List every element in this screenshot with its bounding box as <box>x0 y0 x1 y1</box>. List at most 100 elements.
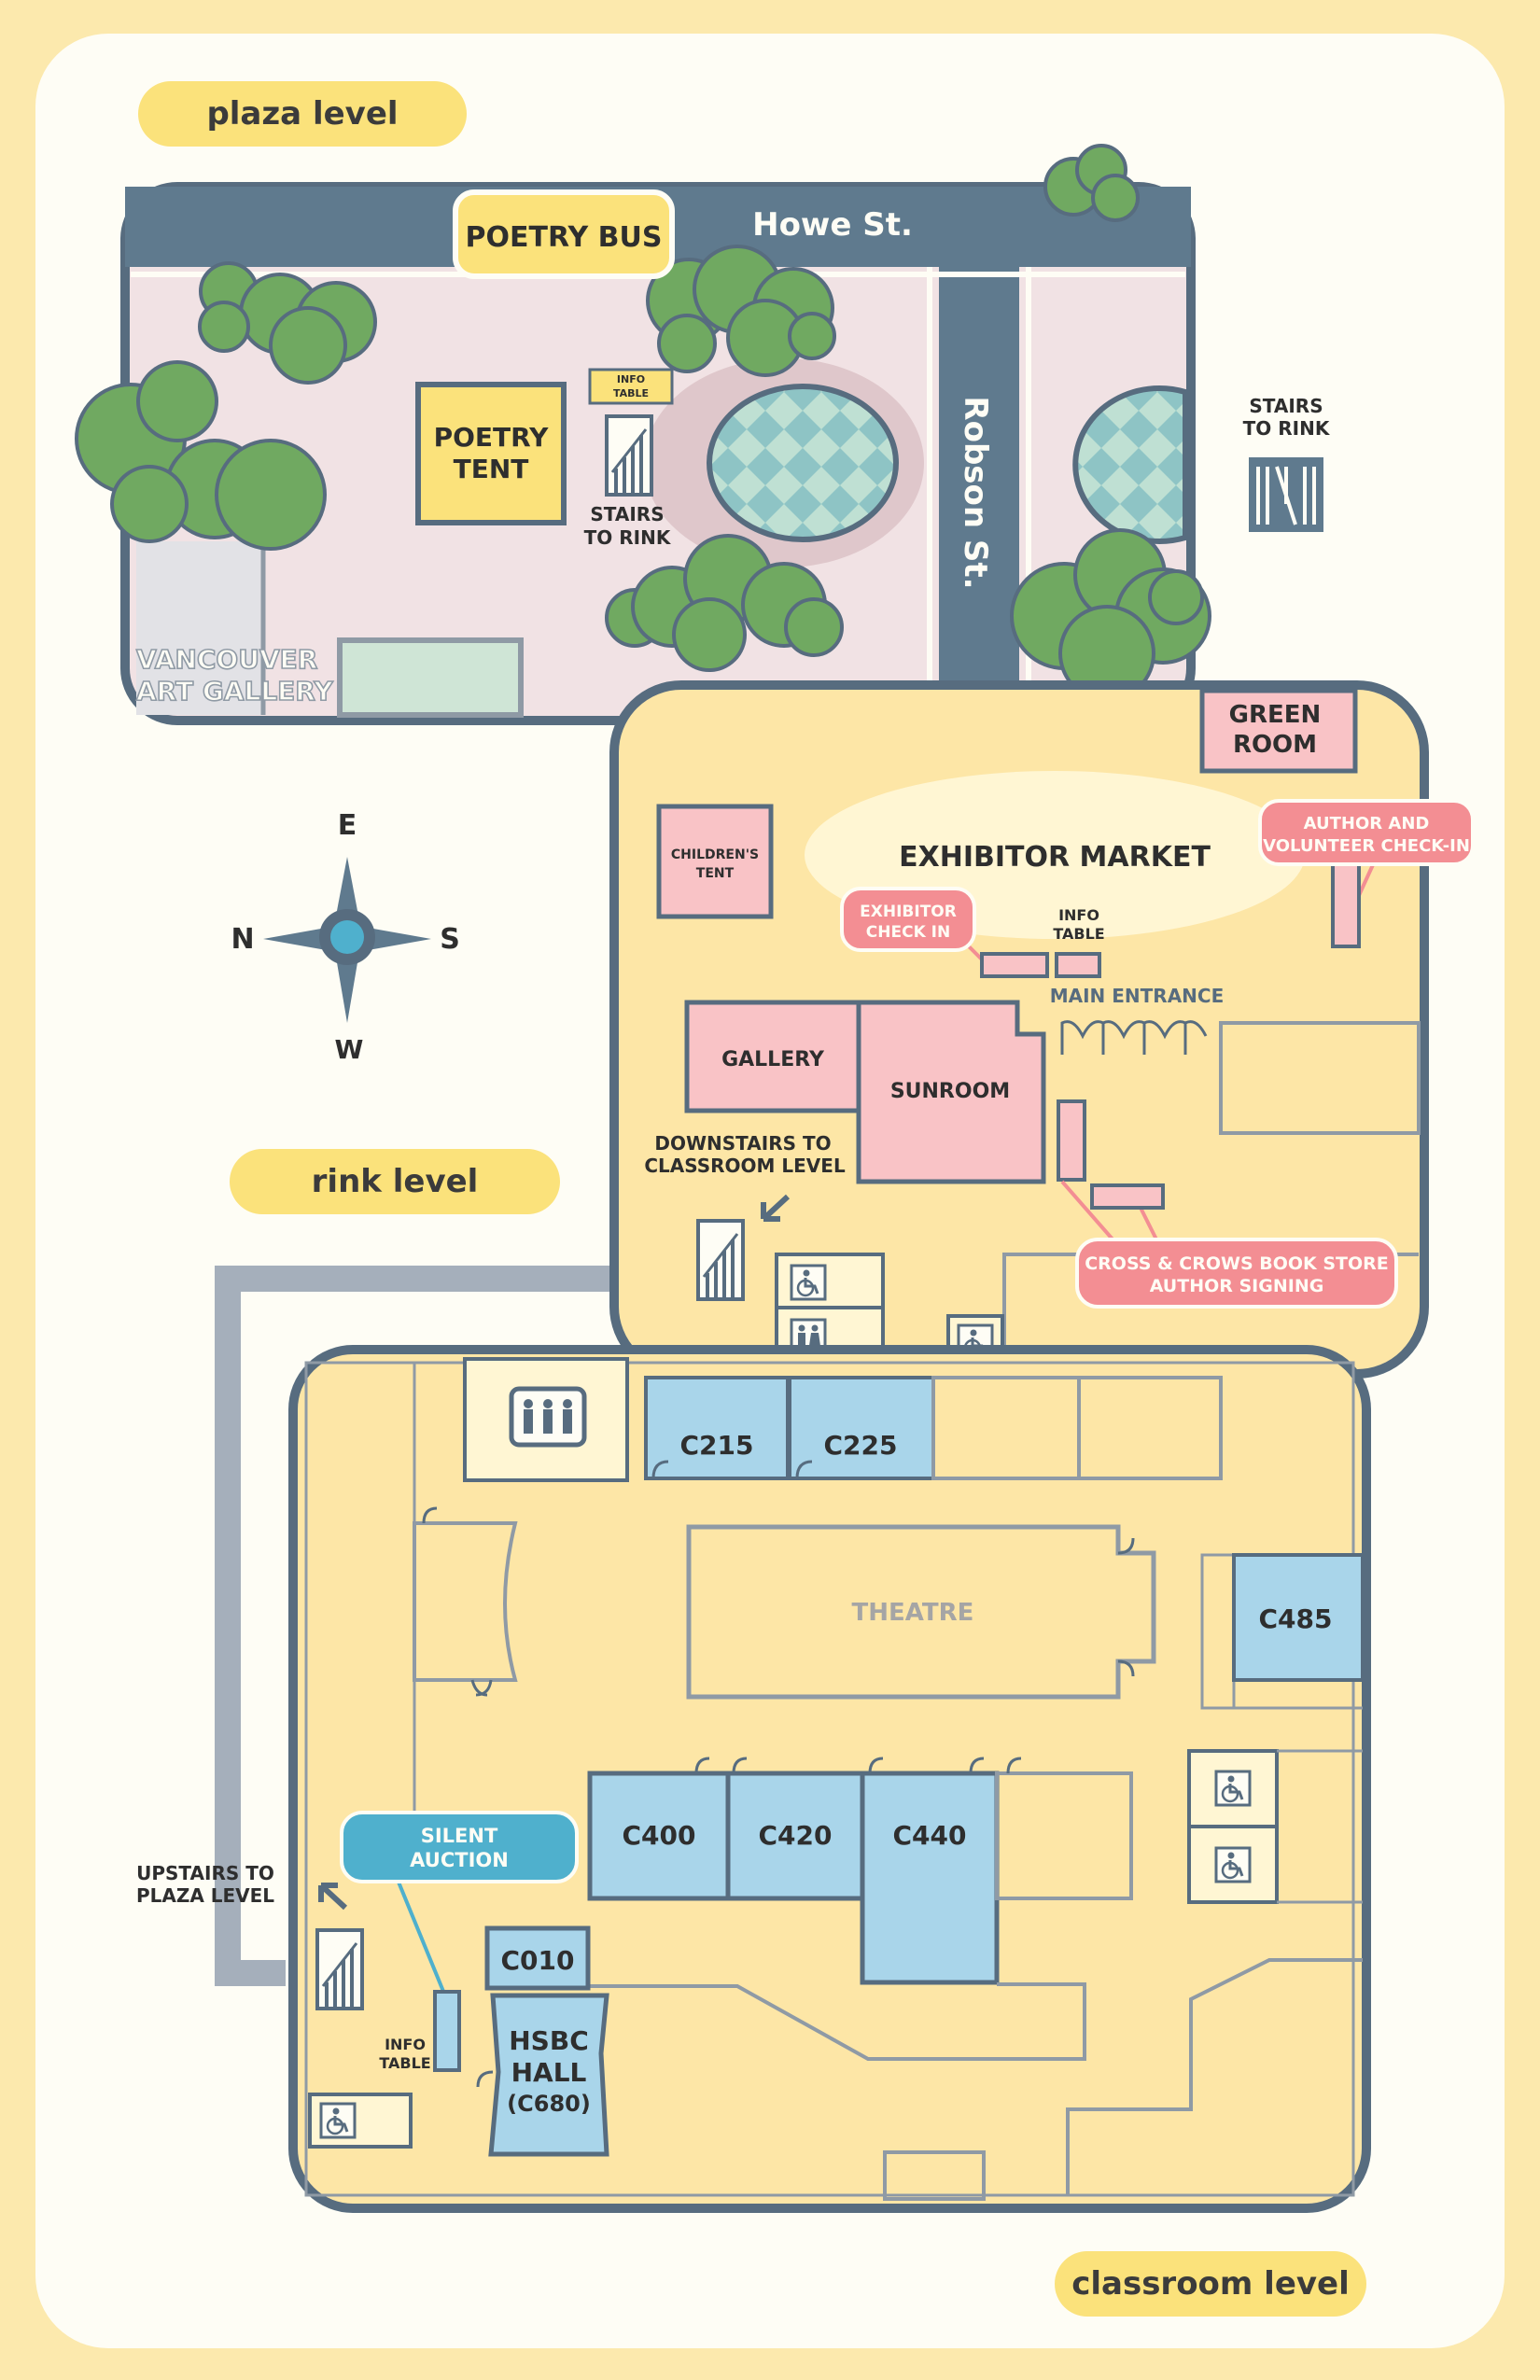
compass-west: W <box>335 1034 364 1065</box>
sunroom <box>856 1000 1046 1184</box>
author-checkin-callout <box>1258 799 1475 866</box>
theatre <box>686 1524 1156 1700</box>
room-c420-label: C420 <box>759 1820 833 1851</box>
info-table-label: INFO <box>1058 906 1099 924</box>
room-c440 <box>860 1771 1000 1985</box>
robson-street <box>939 267 1019 719</box>
level-connector <box>215 1266 698 1986</box>
info-table-label: INFO <box>385 2036 426 2053</box>
info-table <box>588 368 674 405</box>
rink-level-map: EXHIBITOR MARKET GREEN ROOM CHILDREN'S T… <box>609 680 1475 1379</box>
room-c225-label: C225 <box>824 1430 898 1461</box>
author-checkin-label: VOLUNTEER CHECK-IN <box>1263 836 1470 856</box>
childrens-tent-label: CHILDREN'S <box>671 847 759 862</box>
classroom-room <box>883 2150 986 2201</box>
info-table-label: TABLE <box>613 387 649 399</box>
downstairs-label: DOWNSTAIRS TO <box>654 1132 831 1155</box>
room-c440-label: C440 <box>893 1820 967 1851</box>
info-table-label: TABLE <box>1053 925 1104 943</box>
tree-icon <box>646 245 836 377</box>
washroom-icon <box>1214 1770 1252 1807</box>
book-store-label: AUTHOR SIGNING <box>1150 1276 1324 1296</box>
tree-icon <box>605 534 844 672</box>
silent-auction-callout <box>340 1811 579 1883</box>
level-label-rink: rink level <box>230 1149 560 1214</box>
arrow-icon <box>761 1194 791 1222</box>
room-c215-label: C215 <box>680 1430 754 1461</box>
tree-icon <box>75 360 327 551</box>
exhibitor-checkin-label: EXHIBITOR <box>860 903 957 921</box>
green-room <box>1199 688 1358 774</box>
gallery-label: GALLERY <box>721 1048 825 1071</box>
exhibitor-checkin-table <box>980 952 1049 978</box>
room-c400 <box>587 1771 731 1901</box>
silent-auction-table <box>433 1990 461 2072</box>
classroom-wall-outline <box>304 1361 1355 2197</box>
tree-icon <box>1010 528 1211 702</box>
poetry-tent-label: TENT <box>454 454 529 484</box>
plaza-walkway <box>136 541 263 715</box>
downstairs-label: CLASSROOM LEVEL <box>644 1155 846 1177</box>
art-gallery-label: VANCOUVER <box>136 644 317 675</box>
arrow-icon <box>318 1883 348 1911</box>
stairs-icon <box>696 1219 745 1301</box>
classroom-room <box>1077 1376 1223 1480</box>
compass-east: E <box>338 809 357 842</box>
classroom-left-room <box>413 1521 518 1682</box>
compass-south: S <box>440 923 460 956</box>
howe-st-label: Howe St. <box>752 206 913 244</box>
green-room-label: GREEN <box>1229 701 1322 729</box>
hsbc-hall-label: (C680) <box>507 2091 591 2117</box>
room-c215 <box>644 1376 790 1480</box>
compass-north: N <box>231 923 254 956</box>
poetry-tent <box>415 382 567 525</box>
level-label-classroom: classroom level <box>1055 2251 1366 2317</box>
room-c485 <box>1232 1553 1365 1682</box>
childrens-tent <box>656 804 774 919</box>
poetry-bus-label: POETRY BUS <box>466 221 663 254</box>
rink-room <box>1219 1021 1421 1135</box>
hsbc-hall-label: HALL <box>511 2057 587 2088</box>
stairs-to-rink-label: TO RINK <box>584 526 672 549</box>
poetry-tent-label: POETRY <box>434 422 550 453</box>
room-c400-label: C400 <box>623 1820 696 1851</box>
silent-auction-label: AUCTION <box>410 1849 509 1871</box>
stairs-icon <box>1249 457 1323 532</box>
author-checkin-label: AUTHOR AND <box>1304 814 1430 833</box>
classroom-level-map: C215 C225 THEATRE C485 C400 C420 C440 <box>288 1345 1371 2213</box>
room-c010 <box>484 1925 591 1991</box>
hsbc-hall <box>488 1993 609 2157</box>
upstairs-label: PLAZA LEVEL <box>136 1884 274 1907</box>
stairs-to-rink-outer-label: STAIRS <box>1249 395 1323 417</box>
rink-table <box>1057 1099 1086 1182</box>
stairs-to-rink-label: STAIRS <box>590 503 664 525</box>
stairs-icon <box>605 414 653 497</box>
green-room-label: ROOM <box>1233 731 1317 759</box>
book-store-label: CROSS & CROWS BOOK STORE <box>1085 1253 1389 1274</box>
main-entrance-label: MAIN ENTRANCE <box>1050 985 1225 1007</box>
main-entrance-doors <box>1060 1020 1208 1055</box>
washroom-icon <box>1214 1846 1252 1883</box>
exhibitor-market-label: EXHIBITOR MARKET <box>899 841 1211 874</box>
art-gallery-building <box>337 637 524 718</box>
theatre-label: THEATRE <box>852 1599 974 1627</box>
exhibitor-checkin-label: CHECK IN <box>866 923 950 942</box>
art-gallery-label: ART GALLERY <box>136 676 333 707</box>
poetry-bus <box>453 189 675 279</box>
childrens-tent-label: TENT <box>696 866 735 881</box>
stairs-icon <box>315 1928 364 2010</box>
info-table <box>1055 952 1101 978</box>
fountain-icon <box>707 384 899 542</box>
book-store-callout <box>1075 1238 1398 1309</box>
info-table-label: INFO <box>617 373 645 385</box>
level-label-plaza: plaza level <box>138 81 467 147</box>
plaza-level-map: Howe St. Robson St. POETRY <box>75 144 1331 725</box>
silent-auction-label: SILENT <box>421 1825 498 1847</box>
room-c225 <box>788 1376 935 1480</box>
sunroom-label: SUNROOM <box>890 1080 1010 1103</box>
stairs-to-rink-outer-label: TO RINK <box>1243 417 1331 440</box>
upstairs-label: UPSTAIRS TO <box>136 1862 274 1884</box>
hsbc-hall-label: HSBC <box>509 2025 589 2056</box>
info-table-label: TABLE <box>379 2054 430 2072</box>
classroom-room <box>1066 1958 1363 2195</box>
